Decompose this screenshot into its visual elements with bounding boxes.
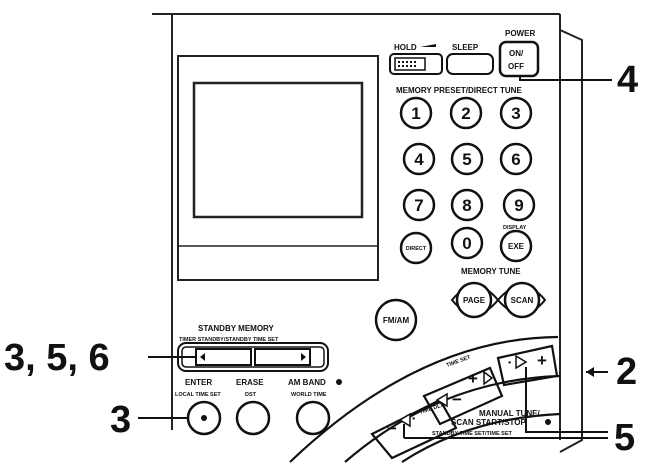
tune-up-arrow-icon: [515, 354, 528, 370]
key-0[interactable]: 0: [450, 226, 484, 260]
key-8-label: 8: [462, 196, 471, 215]
enter-label: ENTER: [185, 378, 212, 387]
key-5[interactable]: 5: [450, 142, 484, 176]
time-plus-arrow-icon: [483, 370, 494, 386]
standby-memory-buttons: [177, 342, 329, 372]
tune-down-button[interactable]: − ●: [387, 412, 415, 438]
time-minus-arrow-icon: [435, 392, 448, 408]
key-1-label: 1: [411, 104, 420, 123]
standby-memory-label: STANDBY MEMORY: [198, 324, 275, 333]
page-label: PAGE: [463, 296, 486, 305]
key-4-label: 4: [414, 150, 424, 169]
direct-label: DIRECT: [406, 246, 427, 252]
key-4[interactable]: 4: [402, 142, 436, 176]
callout-4: 4: [617, 59, 638, 101]
svg-text:●: ●: [412, 416, 415, 422]
hold-label: HOLD: [394, 43, 417, 52]
erase-sub-label: DST: [245, 392, 257, 398]
scan-button[interactable]: SCAN: [503, 281, 541, 319]
memory-preset-label: MEMORY PRESET/DIRECT TUNE: [396, 86, 522, 95]
callout-3-5-6: 3, 5, 6: [4, 337, 110, 379]
triangle-right-icon: [301, 353, 306, 361]
am-band-dot-icon: [336, 379, 342, 385]
am-band-button[interactable]: [295, 400, 331, 436]
key-1[interactable]: 1: [399, 96, 433, 130]
scan-dot-icon: [545, 419, 551, 425]
display-label: DISPLAY: [503, 225, 527, 231]
power-off-label: OFF: [508, 62, 524, 71]
exe-label: EXE: [508, 242, 525, 251]
radio-body: [152, 13, 583, 453]
page-button[interactable]: PAGE: [455, 281, 493, 319]
time-minus-button[interactable]: −: [435, 390, 462, 409]
key-5-label: 5: [462, 150, 471, 169]
callout-5: 5: [614, 417, 635, 459]
tune-arc: [289, 335, 561, 463]
memory-tune-label: MEMORY TUNE: [461, 267, 521, 276]
sleep-button[interactable]: [446, 53, 494, 75]
lcd-display: [177, 55, 379, 281]
tune-down-arrow-icon: [398, 412, 411, 428]
key-6-label: 6: [511, 150, 520, 169]
power-on-label: ON/: [509, 49, 524, 58]
key-7[interactable]: 7: [402, 188, 436, 222]
hold-arrow-icon: [420, 44, 436, 47]
callout-lines: [138, 76, 612, 439]
key-3[interactable]: 3: [499, 96, 533, 130]
am-band-sub-label: WORLD TIME: [291, 392, 327, 398]
enter-sub-label: LOCAL TIME SET: [175, 392, 221, 398]
standby-right-button[interactable]: [254, 348, 311, 366]
direct-button[interactable]: DIRECT: [399, 231, 433, 265]
erase-label: ERASE: [236, 378, 264, 387]
power-button[interactable]: ON/ OFF: [498, 40, 540, 78]
standby-time-label: STANDBY TIME SET/TIME SET: [432, 431, 512, 437]
callout-2-arrow-icon: [586, 367, 594, 377]
key-3-label: 3: [511, 104, 520, 123]
sleep-label: SLEEP: [452, 43, 479, 52]
time-plus-button[interactable]: +: [468, 369, 494, 388]
key-0-label: 0: [462, 234, 471, 253]
svg-text:−: −: [387, 419, 397, 438]
am-band-label: AM BAND: [288, 378, 326, 387]
scan-label: SCAN: [511, 296, 534, 305]
fm-am-button[interactable]: FM/AM: [374, 298, 418, 342]
enter-button[interactable]: [186, 400, 222, 436]
callout-3: 3: [110, 399, 131, 441]
key-7-label: 7: [414, 196, 423, 215]
key-9-label: 9: [514, 196, 523, 215]
fm-am-label: FM/AM: [383, 316, 410, 325]
key-8[interactable]: 8: [450, 188, 484, 222]
svg-text:+: +: [468, 369, 478, 388]
svg-text:+: +: [537, 351, 547, 370]
standby-sub-label: TIMER STANDBY/STANDBY TIME SET: [179, 337, 279, 343]
erase-button[interactable]: [235, 400, 271, 436]
exe-button[interactable]: EXE: [499, 229, 533, 263]
callout-2: 2: [616, 351, 637, 393]
power-label: POWER: [505, 29, 535, 38]
key-2[interactable]: 2: [449, 96, 483, 130]
svg-text:−: −: [452, 390, 462, 409]
key-6[interactable]: 6: [499, 142, 533, 176]
svg-text:●: ●: [508, 360, 511, 366]
tune-up-button[interactable]: ● +: [508, 351, 547, 370]
triangle-left-icon: [200, 353, 205, 361]
key-9[interactable]: 9: [502, 188, 536, 222]
scan-start-label: SCAN START/STOP: [451, 418, 526, 427]
key-2-label: 2: [461, 104, 470, 123]
manual-tune-label: MANUAL TUNE/: [479, 409, 541, 418]
hold-switch[interactable]: [389, 53, 443, 75]
